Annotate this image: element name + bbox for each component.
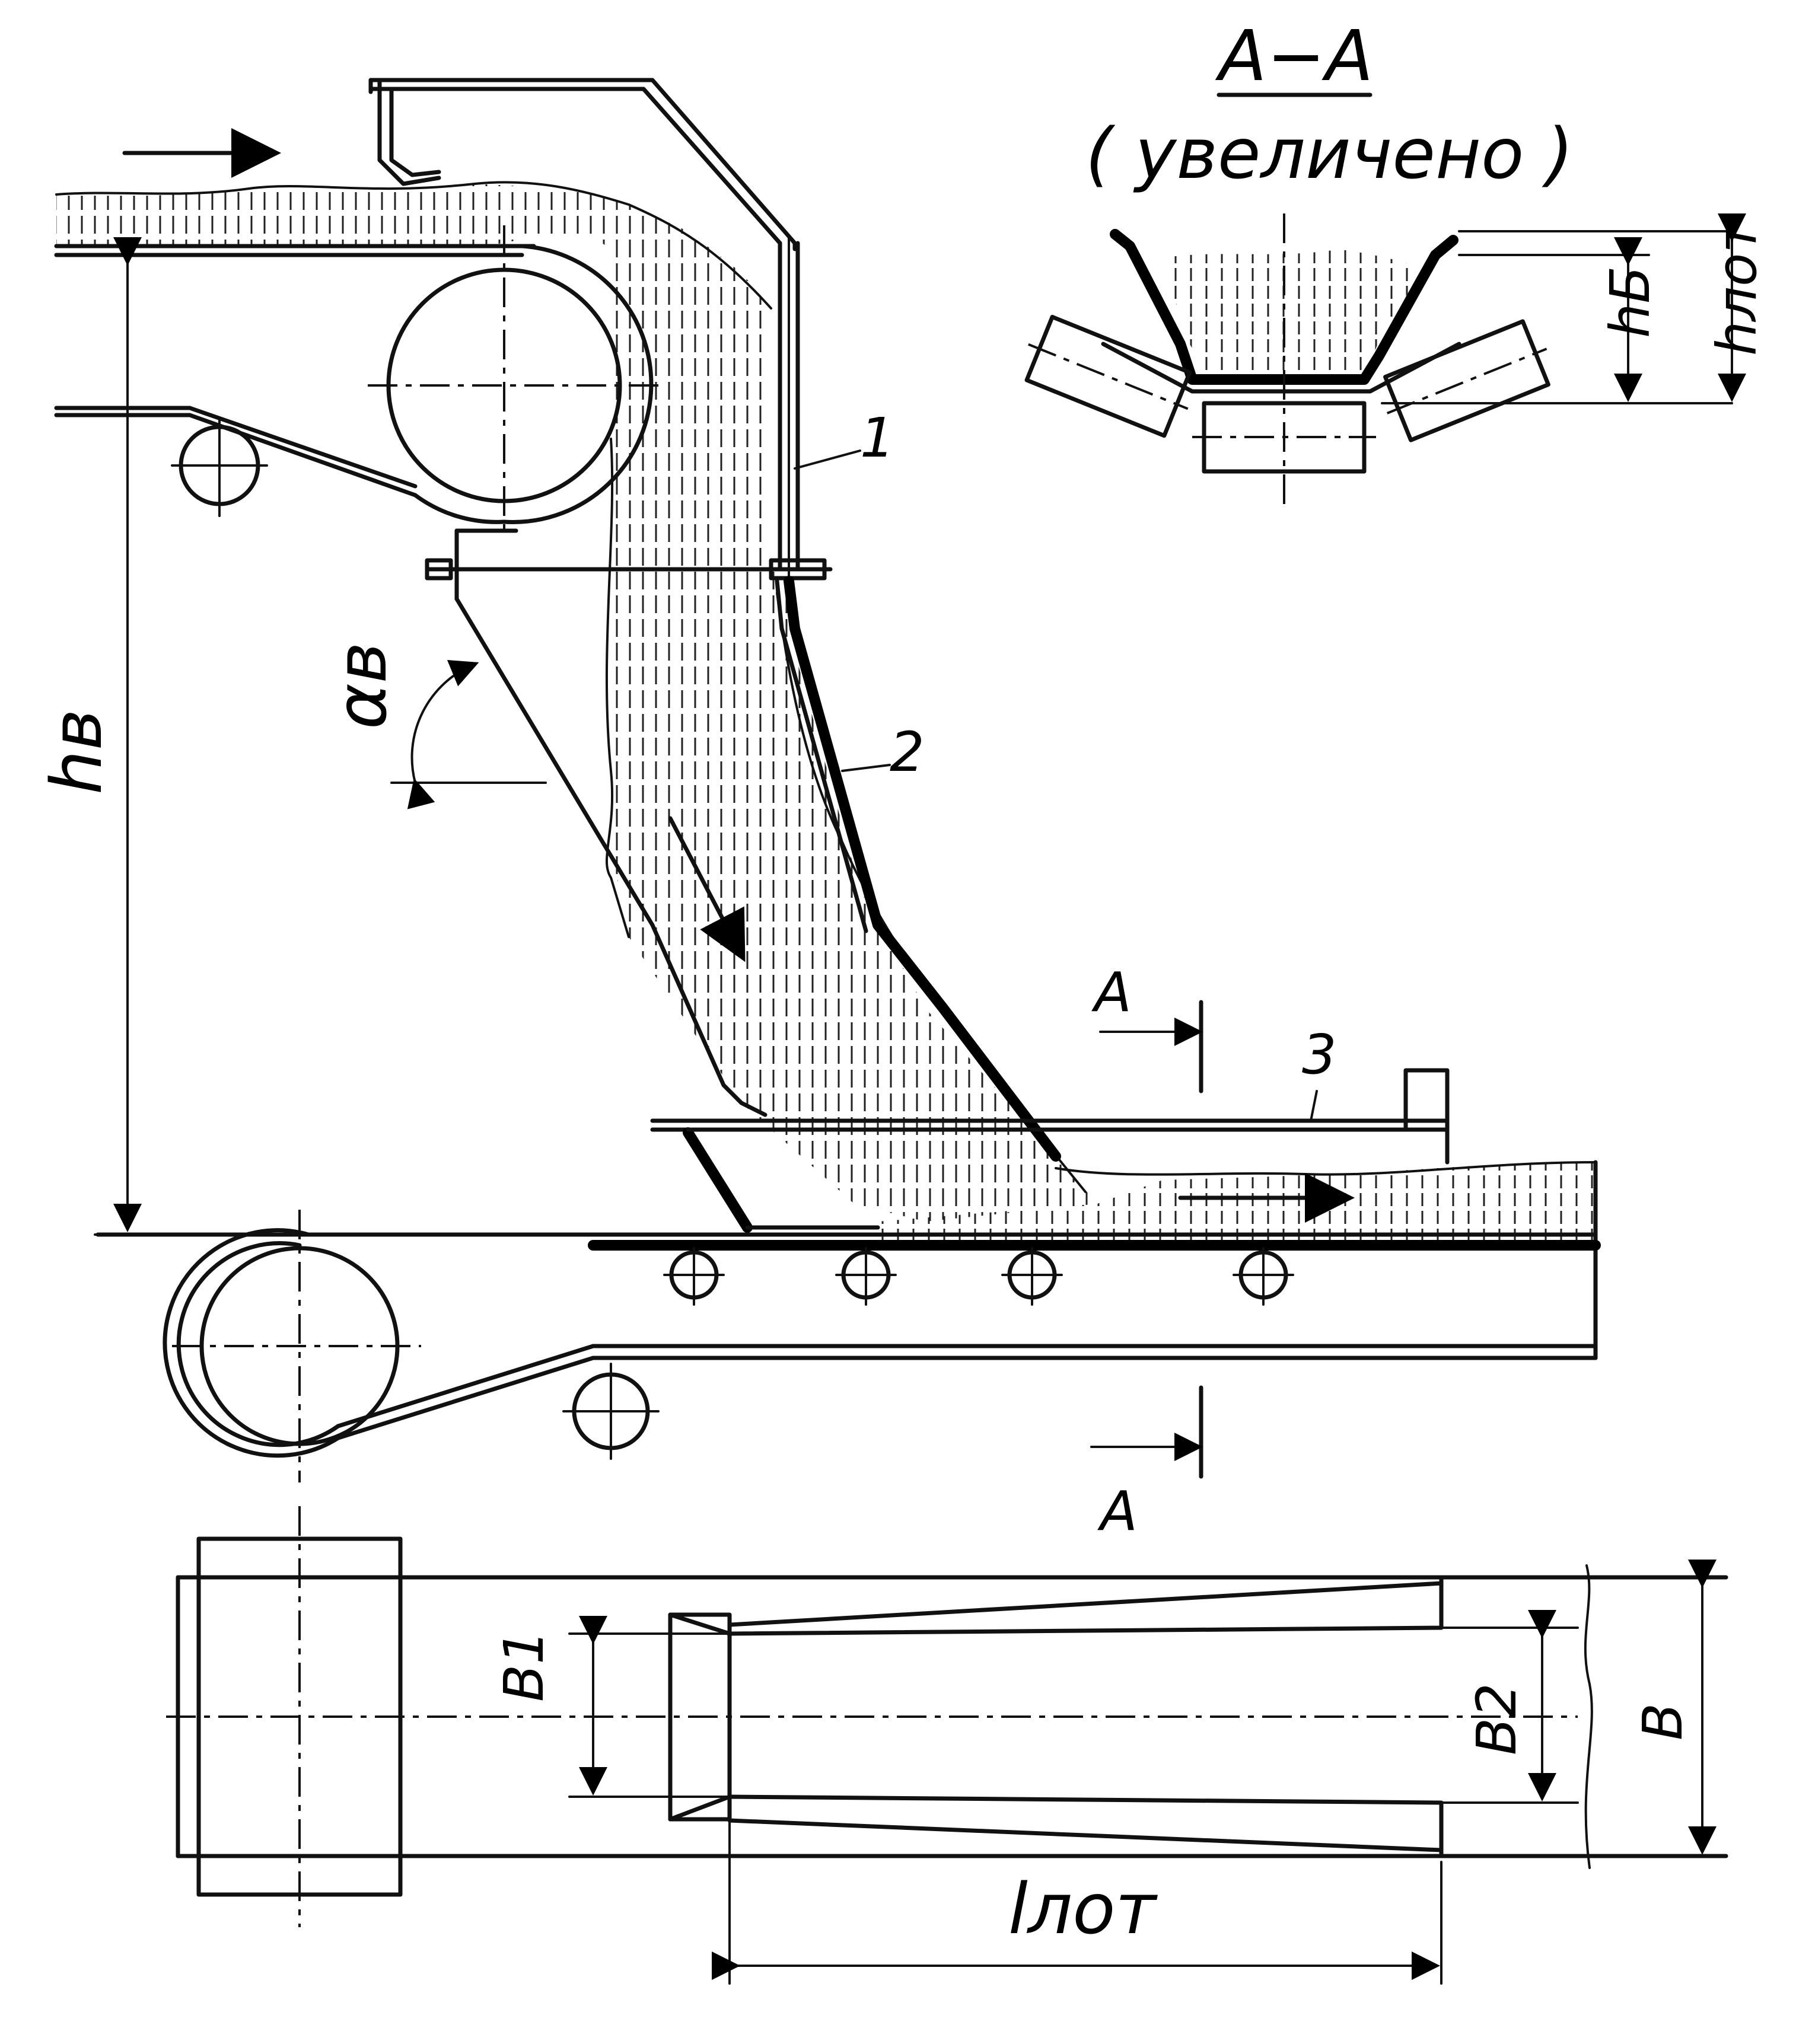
chute-left-wall	[454, 597, 768, 1117]
plan-skirt-bottom	[668, 1794, 1444, 1858]
plan-view	[166, 1506, 1728, 1985]
section-title: A−A	[1215, 15, 1373, 97]
section-belt	[1101, 342, 1461, 394]
hlot-label: hлот	[1705, 220, 1769, 356]
hv-label: hв	[36, 709, 117, 795]
chute-flow-arrow	[668, 816, 746, 962]
skirt-end-block	[1403, 1068, 1450, 1132]
section-cut-marks	[1090, 1000, 1203, 1479]
upper-belt-wrap	[413, 244, 654, 524]
section-chute-walls	[1110, 229, 1459, 385]
lower-conveyor	[94, 1160, 1601, 1482]
carrying-idlers	[663, 1247, 1294, 1306]
lower-material	[878, 1162, 1596, 1242]
section-a-a-view	[1024, 93, 1746, 504]
head-hood	[368, 78, 797, 251]
l-lot-label: lлот	[1008, 1868, 1158, 1950]
section-mark-top: A	[1091, 961, 1132, 1024]
section-mark-bottom: A	[1097, 1479, 1138, 1543]
plan-skirt-top	[668, 1575, 1444, 1636]
part-1-label: 1	[860, 406, 895, 470]
tail-belt-wrap	[163, 1228, 340, 1458]
chute	[390, 236, 1450, 1233]
section-material	[1163, 249, 1424, 380]
part-3-label: 3	[1302, 1023, 1337, 1086]
guard-plate	[683, 1127, 753, 1233]
upper-conveyor	[54, 128, 772, 569]
alpha-arc	[407, 660, 479, 809]
upper-material	[56, 184, 771, 569]
hb-label: hБ	[1598, 266, 1662, 338]
upper-belt-return-slope	[187, 406, 418, 489]
b1-label: B1	[492, 1630, 556, 1702]
section-right-roll	[1383, 319, 1550, 442]
labels: A−A ( увеличено ) hБ hлот 1 2 3 hв αв A …	[36, 15, 1769, 1950]
alpha-label: αв	[320, 642, 402, 729]
section-subtitle: ( увеличено )	[1085, 113, 1574, 194]
upper-material-surface	[55, 181, 772, 310]
b2-label: B2	[1465, 1683, 1528, 1755]
part-2-label: 2	[890, 720, 925, 784]
b-label: B	[1631, 1703, 1695, 1740]
chute-liner-2	[784, 576, 1061, 1162]
